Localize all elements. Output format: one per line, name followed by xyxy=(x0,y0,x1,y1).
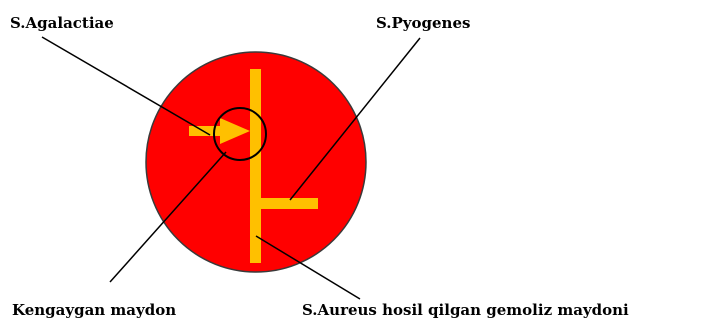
label-s-pyogenes: S.Pyogenes xyxy=(376,14,470,32)
label-s-aureus-zone: S.Aureus hosil qilgan gemoliz maydoni xyxy=(302,301,629,319)
s-agalactiae-streak xyxy=(189,126,223,136)
label-kengaygan-maydon: Kengaygan maydon xyxy=(12,301,176,319)
s-pyogenes-streak xyxy=(256,198,318,209)
s-aureus-streak xyxy=(250,69,261,263)
label-s-agalactiae: S.Agalactiae xyxy=(10,14,114,32)
